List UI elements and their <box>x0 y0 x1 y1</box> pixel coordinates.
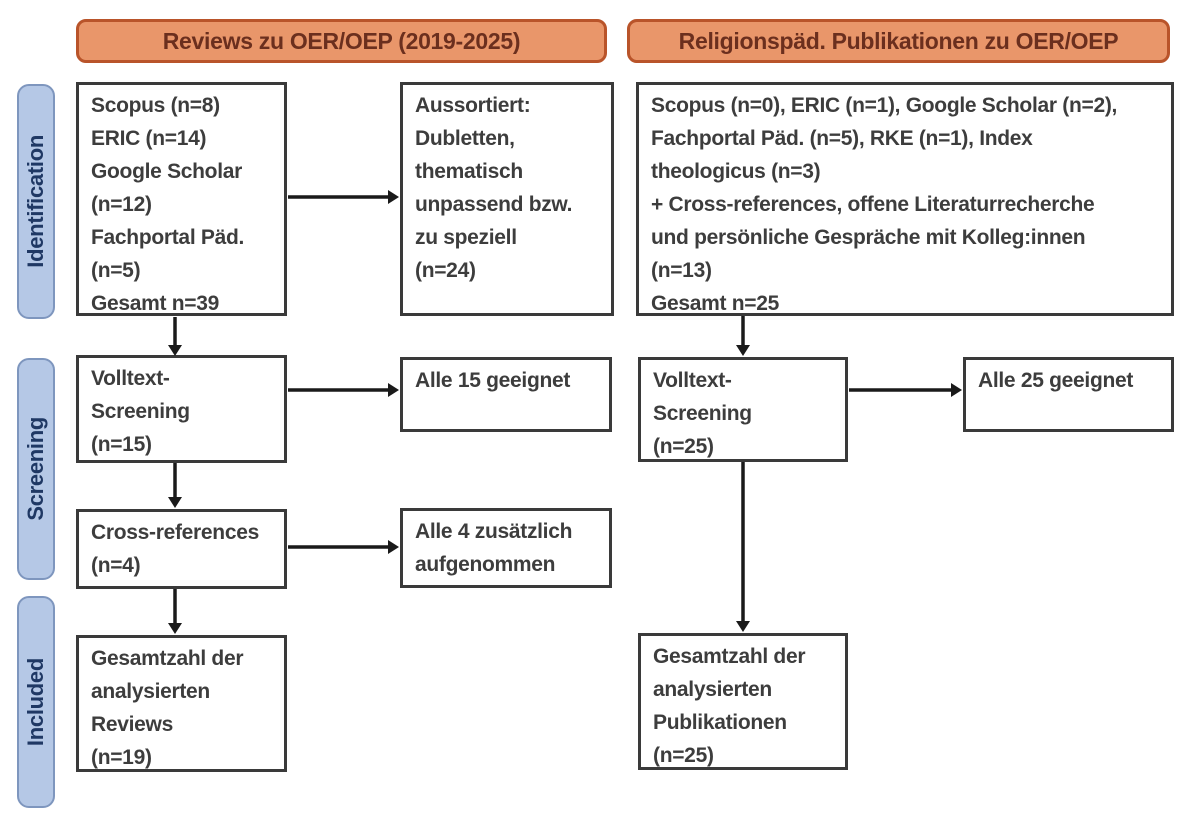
left-total-included-box: Gesamtzahl der analysierten Reviews (n=1… <box>76 635 287 772</box>
arrow-left-sources-to-excluded <box>288 190 399 204</box>
right-fulltext-screening-box: Volltext- Screening (n=25) <box>638 357 848 462</box>
arrow-left-crossref-to-added <box>288 540 399 554</box>
right-column-header: Religionspäd. Publikationen zu OER/OEP <box>627 19 1170 63</box>
left-added-box: Alle 4 zusätzlich aufgenommen <box>400 508 612 588</box>
stage-label-identification: Identification <box>17 84 55 319</box>
stage-label-included: Included <box>17 596 55 808</box>
stage-label-screening: Screening <box>17 358 55 580</box>
stage-label-included-text: Included <box>23 657 48 747</box>
stage-label-screening-text: Screening <box>23 417 48 521</box>
left-fulltext-screening-box: Volltext- Screening (n=15) <box>76 355 287 463</box>
left-column-header: Reviews zu OER/OEP (2019-2025) <box>76 19 607 63</box>
arrow-right-fulltext-to-eligible <box>849 383 962 397</box>
arrow-right-sources-to-fulltext <box>736 316 750 356</box>
left-eligible-box: Alle 15 geeignet <box>400 357 612 432</box>
right-total-included-box: Gesamtzahl der analysierten Publikatione… <box>638 633 848 770</box>
left-crossreferences-box: Cross-references (n=4) <box>76 509 287 589</box>
arrow-left-fulltext-to-crossref <box>168 463 182 508</box>
left-excluded-box: Aussortiert: Dubletten, thematisch unpas… <box>400 82 614 316</box>
arrow-left-crossref-to-total <box>168 589 182 634</box>
left-sources-box: Scopus (n=8) ERIC (n=14) Google Scholar … <box>76 82 287 316</box>
right-sources-box: Scopus (n=0), ERIC (n=1), Google Scholar… <box>636 82 1174 316</box>
arrow-right-fulltext-to-total <box>736 462 750 632</box>
stage-label-identification-text: Identification <box>23 135 48 268</box>
arrow-left-sources-to-fulltext <box>168 317 182 356</box>
arrow-left-fulltext-to-eligible <box>288 383 399 397</box>
right-eligible-box: Alle 25 geeignet <box>963 357 1174 432</box>
